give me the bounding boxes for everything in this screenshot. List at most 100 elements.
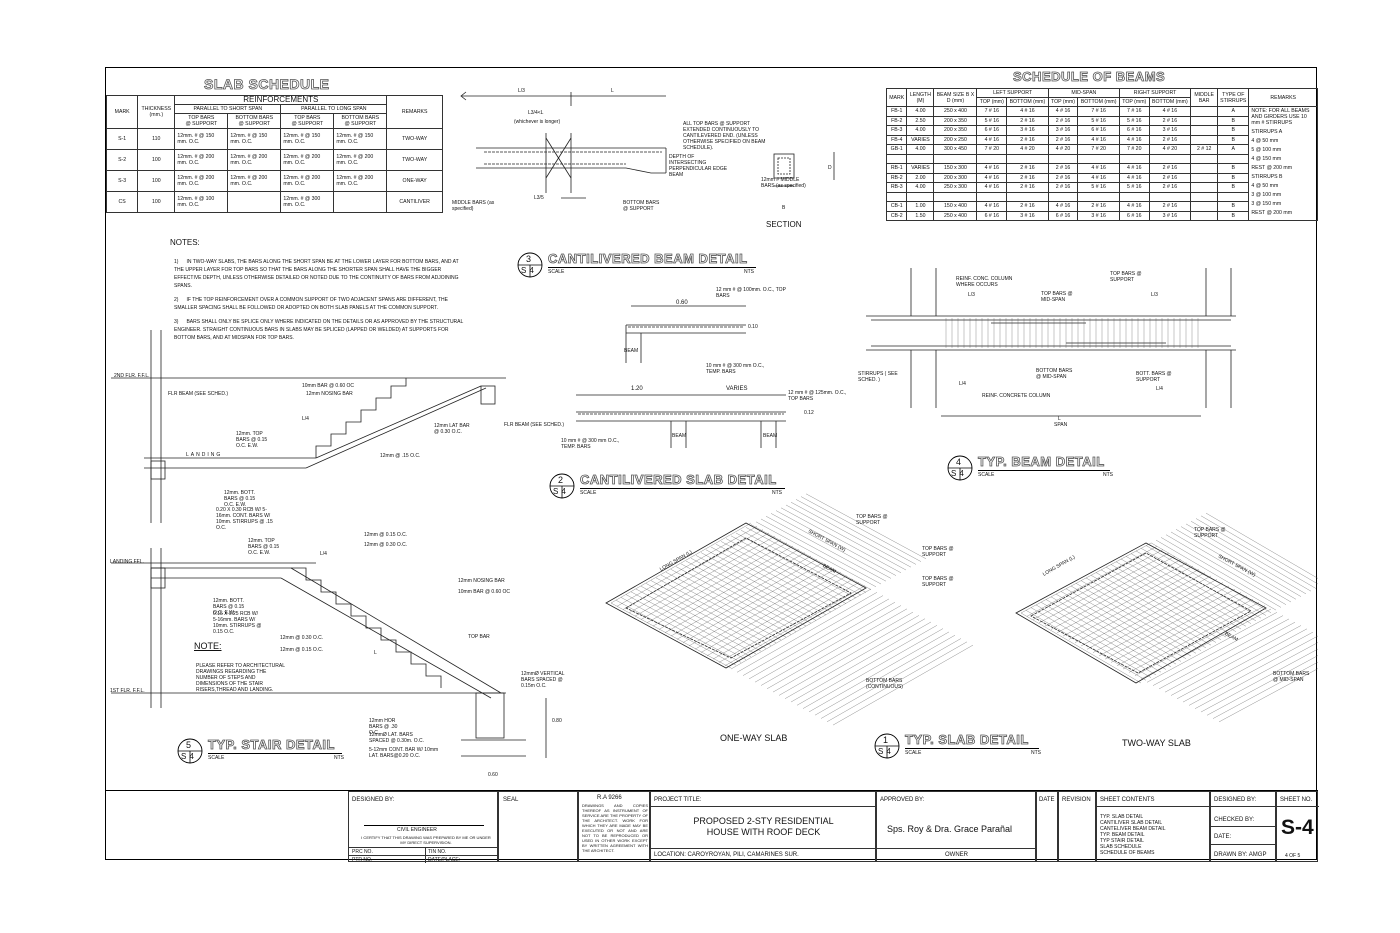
beam-cell <box>1190 191 1219 202</box>
rebar-line <box>1212 661 1318 719</box>
col-mark: MARK <box>105 95 139 129</box>
ow-long-span: LONG SPAN (L) <box>658 549 694 573</box>
approved-by-label: APPROVED BY: <box>880 797 925 803</box>
detail-4-scale: SCALE <box>978 472 995 478</box>
note-number: 3) <box>174 319 179 325</box>
col-long-span: PARALLEL TO LONG SPAN <box>280 104 388 114</box>
st-10mm-bar: 10mm BAR @ 0.60 OC <box>302 383 355 389</box>
sheet-content-item: CANTELIVER BEAM DETAIL <box>1100 826 1166 832</box>
col-bottom-bars-2: BOTTOM BARS@ SUPPORT <box>333 113 388 129</box>
beam-cell <box>1148 191 1192 202</box>
beam-cell: 3 # 16 <box>1006 125 1049 136</box>
rebar-line <box>1182 631 1314 703</box>
beam-cell: A <box>1217 106 1250 117</box>
owner-name: Sps. Roy & Dra. Grace Parañal <box>887 824 1013 834</box>
cb-depth-note: DEPTH OF INTERSECTING PERPENDICULAR EDGE… <box>669 154 728 178</box>
beam-cell <box>1190 153 1219 164</box>
slab-cell-c3: 12mm. # @ 300 mm. O.C. <box>280 191 335 213</box>
slab-schedule-title: SLAB SCHEDULE <box>204 76 330 93</box>
slab-cell-th: 100 <box>137 170 176 192</box>
detail-3-scale: SCALE <box>548 269 565 275</box>
rebar-line <box>610 602 732 669</box>
beam-cell <box>906 191 935 202</box>
rebar-line <box>616 526 758 607</box>
beam-cell <box>1047 191 1079 202</box>
st-1st-ffl: 1ST FLR. F.F.L. <box>110 688 145 694</box>
beam-cell: 2 # 16 <box>1006 201 1049 212</box>
remarks-line: REST @ 200 mm <box>1251 210 1293 216</box>
tw-short-span: SHORT SPAN (W) <box>1217 553 1257 579</box>
ow-top-support-3: TOP BARS @ SUPPORT <box>922 576 954 588</box>
slab-cell-c1: 12mm. # @ 100 mm. O.C. <box>174 191 229 213</box>
rebar-line <box>805 493 927 559</box>
remarks-line: 4 @ 150 mm <box>1251 156 1282 162</box>
detail-2-title: CANTILIVERED SLAB DETAIL <box>580 472 777 488</box>
beam-cell <box>1190 201 1219 212</box>
rebar-line <box>1075 583 1197 654</box>
bd-rcol: REINF. CONCRETE COLUMN <box>982 393 1051 399</box>
rebar-line <box>1086 579 1218 650</box>
rebar-line <box>796 625 938 706</box>
beam-cell: 2 # 16 <box>1006 134 1049 145</box>
slab-cell-rem: CANTILIVER <box>386 191 443 213</box>
slab-cell-c3: 12mm. # @ 150 mm. O.C. <box>280 128 335 150</box>
remarks-line: 4 @ 50 mm <box>1251 138 1279 144</box>
st2-top-bar: TOP BAR <box>468 634 490 640</box>
rebar-line <box>640 539 782 620</box>
beam-cell: FB-1 <box>885 106 908 117</box>
col-top-bars-1: TOP BARS@ SUPPORT <box>174 113 229 129</box>
beam-cell: 2 # 16 <box>1148 115 1192 126</box>
rebar-line <box>1090 575 1212 646</box>
note-heading: NOTE: <box>194 641 222 651</box>
beam-cell: 4.00 <box>906 125 935 136</box>
st-12mm-15: 12mm @ .15 O.C. <box>380 453 421 459</box>
remarks-line: 3 @ 100 mm <box>1251 192 1282 198</box>
rebar-line <box>1115 561 1237 632</box>
beam-cell: 6 # 16 <box>1077 125 1120 136</box>
cb-l: L <box>611 88 614 94</box>
beam-cell: 200 x 350 <box>933 125 978 136</box>
beam-cell: 4 # 16 <box>1118 201 1150 212</box>
rebar-line <box>1110 592 1242 663</box>
rebar-line <box>622 529 764 610</box>
beam-cell: 2 # 16 <box>1006 182 1049 193</box>
rebar-line <box>700 552 822 618</box>
designed-by-label: DESIGNED BY: <box>352 797 395 803</box>
location: LOCATION: CAROYROYAN, PILI, CAMARINES SU… <box>654 852 799 858</box>
rebar-line <box>736 592 878 673</box>
rebar-line <box>1100 569 1222 640</box>
project-title: PROPOSED 2-STY RESIDENTIAL HOUSE WITH RO… <box>693 816 834 837</box>
beam-cell: 7 # 16 <box>976 106 1008 117</box>
beam-cell: 4 # 20 <box>1006 144 1049 155</box>
beam-cell: 6 # 16 <box>1118 210 1150 221</box>
beam-cell: 4 # 16 <box>1077 172 1120 183</box>
civil-engineer: CIVIL ENGINEER <box>397 827 437 833</box>
tw-bottom-bars: BOTTOM BARS @ MID-SPAN <box>1273 671 1310 683</box>
rebar-line <box>682 562 824 643</box>
notes-heading: NOTES: <box>170 238 200 247</box>
rebar-line <box>1092 582 1224 653</box>
seal-label: SEAL <box>503 797 519 803</box>
rebar-line <box>705 549 827 615</box>
beam-cell: 4 # 16 <box>1047 201 1079 212</box>
beam-cell: 7 # 20 <box>1077 144 1120 155</box>
col-top-bars-2: TOP BARS@ SUPPORT <box>280 113 335 129</box>
note-text: BARS SHALL ONLY BE SPLICE ONLY WHERE IND… <box>174 319 464 341</box>
approved-by-cell: APPROVED BY: Sps. Roy & Dra. Grace Parañ… <box>876 791 1037 862</box>
beam-cell: VARIES <box>906 163 935 174</box>
rebar-line <box>690 558 812 624</box>
slab-cell-c4: 12mm. # @ 200 mm. O.C. <box>333 170 388 192</box>
bcol-bot-l: BOTTOM (mm) <box>1006 97 1049 107</box>
bcol-top-l: TOP (mm) <box>976 97 1008 107</box>
beam-cell: 7 # 20 <box>1118 144 1150 155</box>
beam-cell <box>933 191 978 202</box>
beam-cell <box>1190 134 1219 145</box>
cb-l34: L3/4<L <box>528 110 544 116</box>
slab-cell-rem: TWO-WAY <box>386 149 443 171</box>
beam-cell: 4 # 16 <box>976 134 1008 145</box>
slab-cell-mark: S-3 <box>105 170 139 192</box>
designed-by-cell: DESIGNED BY: CIVIL ENGINEER I CERTIFY TH… <box>348 791 499 863</box>
beam-cell: 200 x 250 <box>933 134 978 145</box>
beam-cell: 2 # 16 <box>1047 182 1079 193</box>
rebar-line <box>1135 550 1257 622</box>
